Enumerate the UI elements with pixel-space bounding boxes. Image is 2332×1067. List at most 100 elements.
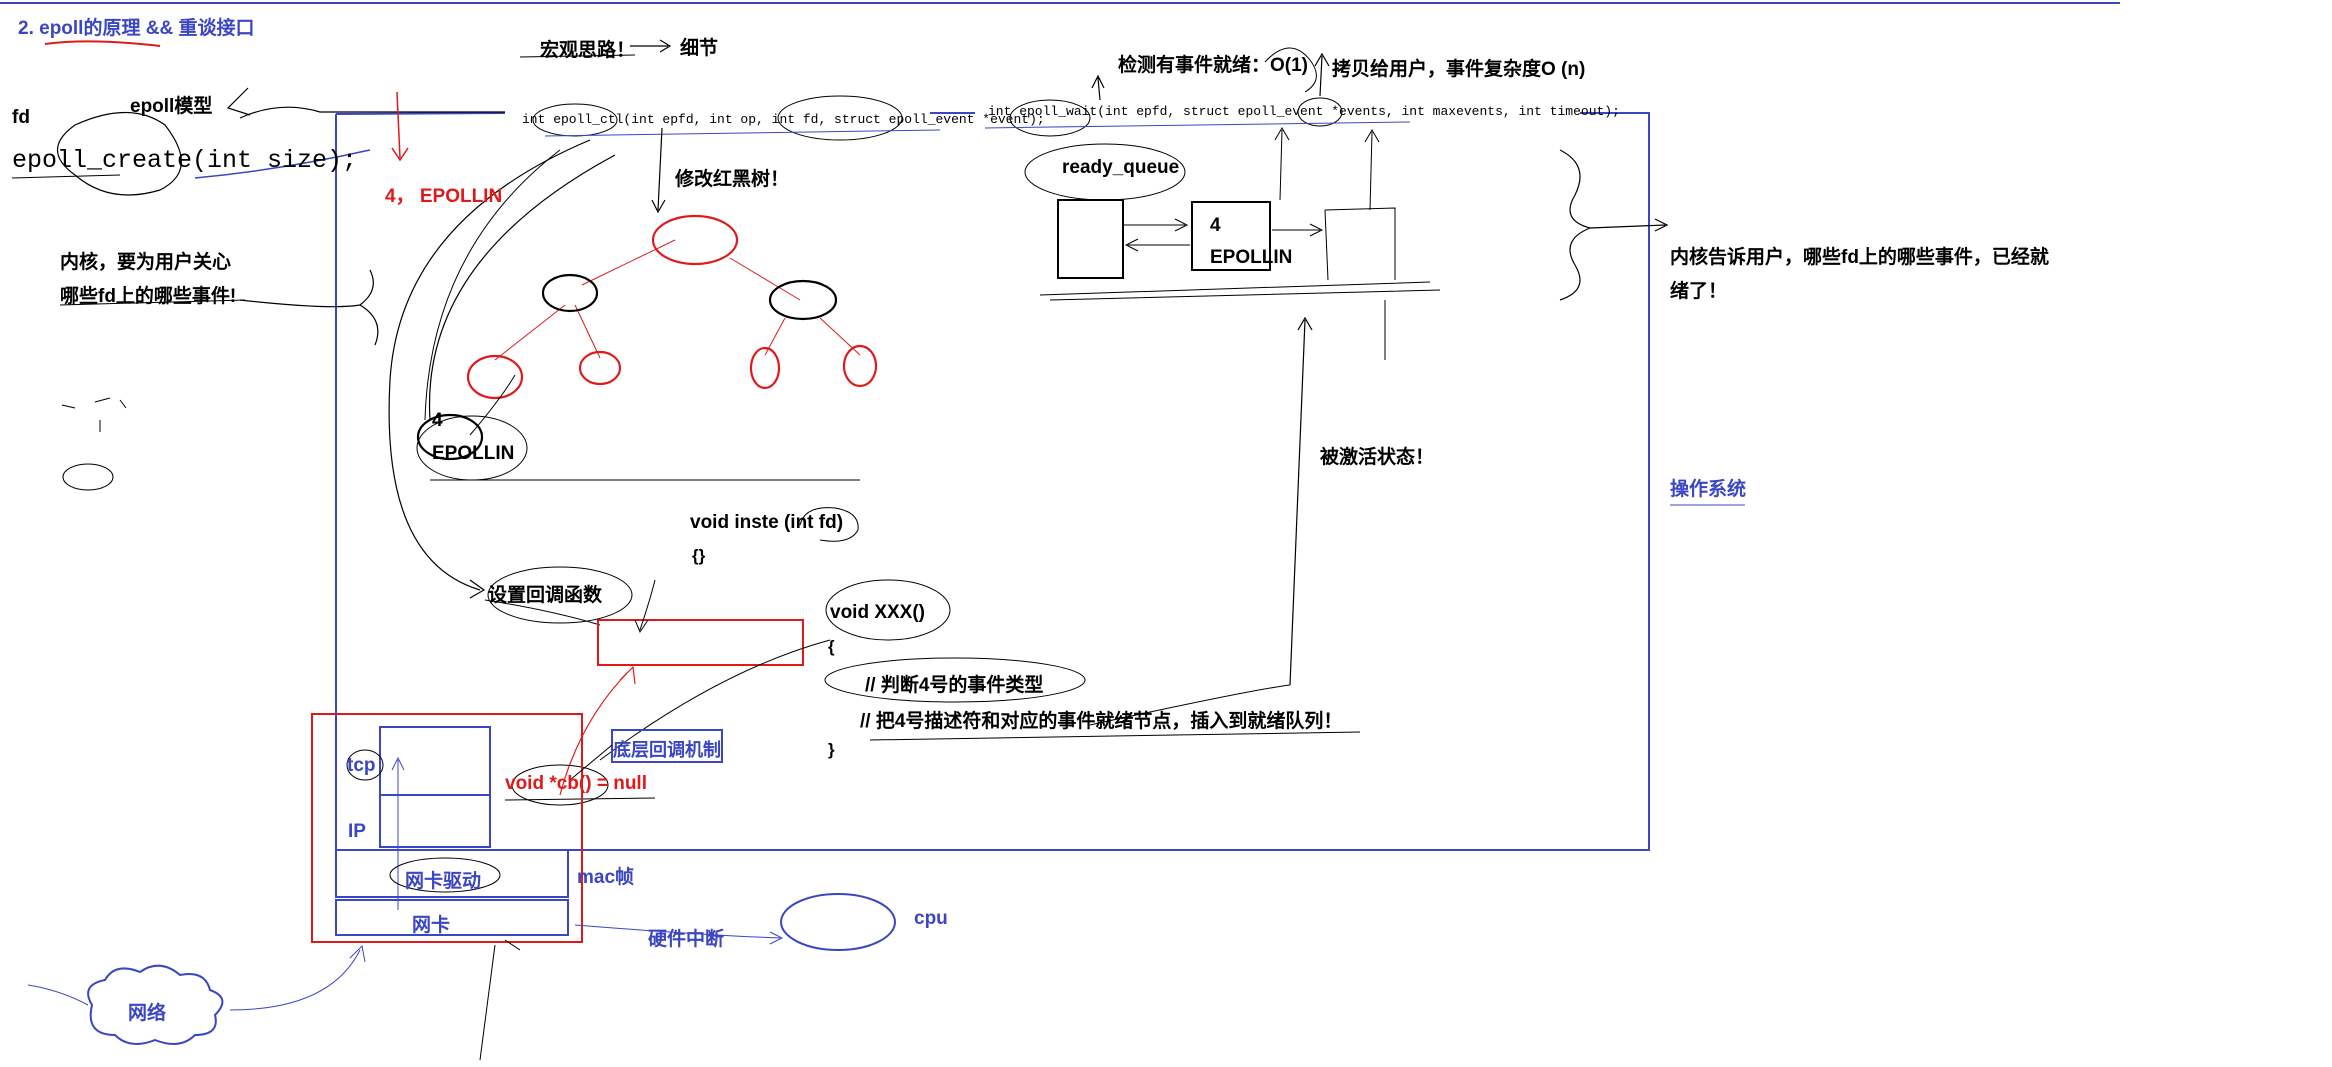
activated-link [1089, 684, 1291, 726]
network-arrow [229, 944, 366, 1011]
tree-edges [494, 239, 861, 361]
network-cloud [87, 964, 224, 1045]
cb-ellipse [511, 764, 609, 806]
cpu-label: cpu [914, 908, 948, 929]
tree-red-leaf-1 [466, 354, 524, 400]
xxx-comment-2: // 把4号描述符和对应的事件就绪节点，插入到就绪队列！ [860, 711, 1343, 732]
cb-underline [504, 797, 656, 801]
ready-queue-node [1191, 201, 1271, 271]
macro-idea-label: 宏观思路！ [540, 40, 636, 61]
kernel-underline [59, 299, 246, 306]
nic-driver-label: 网卡驱动 [405, 871, 482, 892]
ctl-curve-arrow-head [469, 579, 486, 599]
set-callback-circle [487, 566, 633, 624]
epoll-create-call: epoll_create(int size); [12, 146, 358, 175]
create-underline [11, 174, 121, 179]
ready-queue-arrow-1 [1123, 218, 1189, 232]
tree-nodes [416, 214, 878, 461]
epoll-model-outline [57, 111, 182, 196]
xxx-function: void XXX() [830, 602, 926, 623]
wait-underline [984, 121, 1411, 129]
epoll-ctl-signature: int epoll_ctl(int epfd, int op, int fd, … [522, 112, 1045, 127]
detect-arrow [1091, 74, 1105, 101]
tcp-ellipse [346, 749, 384, 781]
tree-black-node-left [541, 273, 599, 313]
left-doodle-1 [61, 397, 127, 432]
comment2-underline [869, 731, 1361, 741]
ctl-curve-arrow-3 [424, 149, 561, 421]
ready-up-arrow-1 [1274, 127, 1290, 201]
epoll-model-label: epoll模型 [130, 96, 213, 117]
underlying-box [611, 729, 723, 763]
insert-function: void inste (int fd) [690, 512, 844, 533]
detail-label: 细节 [680, 38, 719, 59]
epoll-wait-signature: int epoll_wait(int epfd, struct epoll_ev… [988, 104, 1620, 119]
tree-node-link [469, 374, 516, 436]
tree-red-leaf-2 [578, 350, 622, 386]
detect-ready-label: 检测有事件就绪：O(1) [1118, 55, 1309, 76]
hardware-interrupt-label: 硬件中断 [648, 929, 725, 950]
tree-root-node [651, 214, 739, 266]
ctl-curve-arrow-1 [388, 139, 591, 591]
kernel-care-line2: 哪些fd上的哪些事件! [60, 286, 237, 307]
right-brace [1559, 149, 1592, 301]
tree-red-leaf-3 [749, 346, 781, 390]
macro-arrow [630, 39, 672, 53]
ready-up-arrow-2 [1364, 129, 1380, 211]
red-callback-arrow [559, 665, 636, 796]
ready-node-event: EPOLLIN [1210, 247, 1293, 268]
xxx-open-brace: { [828, 637, 835, 656]
tree-black-node-right [768, 279, 838, 321]
stack-up-arrow [391, 756, 405, 910]
title-underline [44, 40, 161, 47]
tcp-ip-box [379, 726, 491, 848]
tree-node-4-black [416, 413, 484, 461]
ready-node-num: 4 [1210, 215, 1221, 236]
ctl-underline [544, 129, 941, 137]
detect-loop [1264, 47, 1317, 93]
red-down-arrow [391, 91, 409, 162]
set-callback-arrow [634, 579, 656, 634]
ready-queue-arrow-3 [1272, 223, 1324, 237]
mac-frame-label: mac帧 [577, 867, 635, 888]
ready-queue-arrow-2 [1124, 238, 1190, 252]
nic-label: 网卡 [412, 915, 451, 936]
page-title: 2. epoll的原理 && 重谈接口 [18, 18, 255, 39]
tree-node-num: 4 [432, 410, 443, 431]
wait-circle [1009, 99, 1091, 137]
insert-function-body: {} [692, 546, 706, 565]
tcp-label: tcp [347, 755, 376, 776]
left-doodle-ellipse [62, 463, 114, 491]
network-label: 网络 [128, 1003, 167, 1024]
nic-box [335, 899, 569, 936]
kernel-notify-line1: 内核告诉用户，哪些fd上的哪些事件，已经就 [1670, 247, 2049, 268]
comment1-ellipse [824, 657, 1086, 703]
insert-circle [799, 507, 859, 542]
underlying-arrow [569, 744, 613, 781]
wait-events-circle [1297, 97, 1343, 127]
right-brace-arrow [1589, 218, 1669, 232]
activated-state-label: 被激活状态！ [1320, 447, 1435, 468]
epollin-red-label: 4， EPOLLIN [385, 186, 503, 207]
hw-interrupt-arrow [574, 924, 784, 945]
model-link-arrow [239, 106, 505, 119]
driver-box [335, 849, 569, 898]
os-box [335, 112, 1650, 851]
bottom-arrow [479, 944, 496, 1061]
set-callback-label: 设置回调函数 [488, 585, 603, 606]
modify-rbtree-label: 修改红黑树！ [675, 169, 790, 190]
network-tail [27, 984, 89, 1006]
tree-node-event: EPOLLIN [432, 443, 515, 464]
xxx-brace-arrow [599, 639, 831, 761]
kernel-care-line1: 内核，要为用户关心 [60, 252, 232, 273]
xxx-close-brace: } [828, 740, 835, 759]
ready-queue-baseline [1039, 281, 1441, 301]
ctl-curve-arrow-2 [428, 154, 616, 421]
driver-ellipse [389, 857, 501, 893]
kernel-notify-line2: 绪了！ [1670, 281, 1728, 302]
tree-red-leaf-4 [842, 344, 878, 388]
xxx-circle [825, 579, 951, 641]
size-underline [194, 149, 371, 179]
kernel-brace [239, 269, 379, 346]
